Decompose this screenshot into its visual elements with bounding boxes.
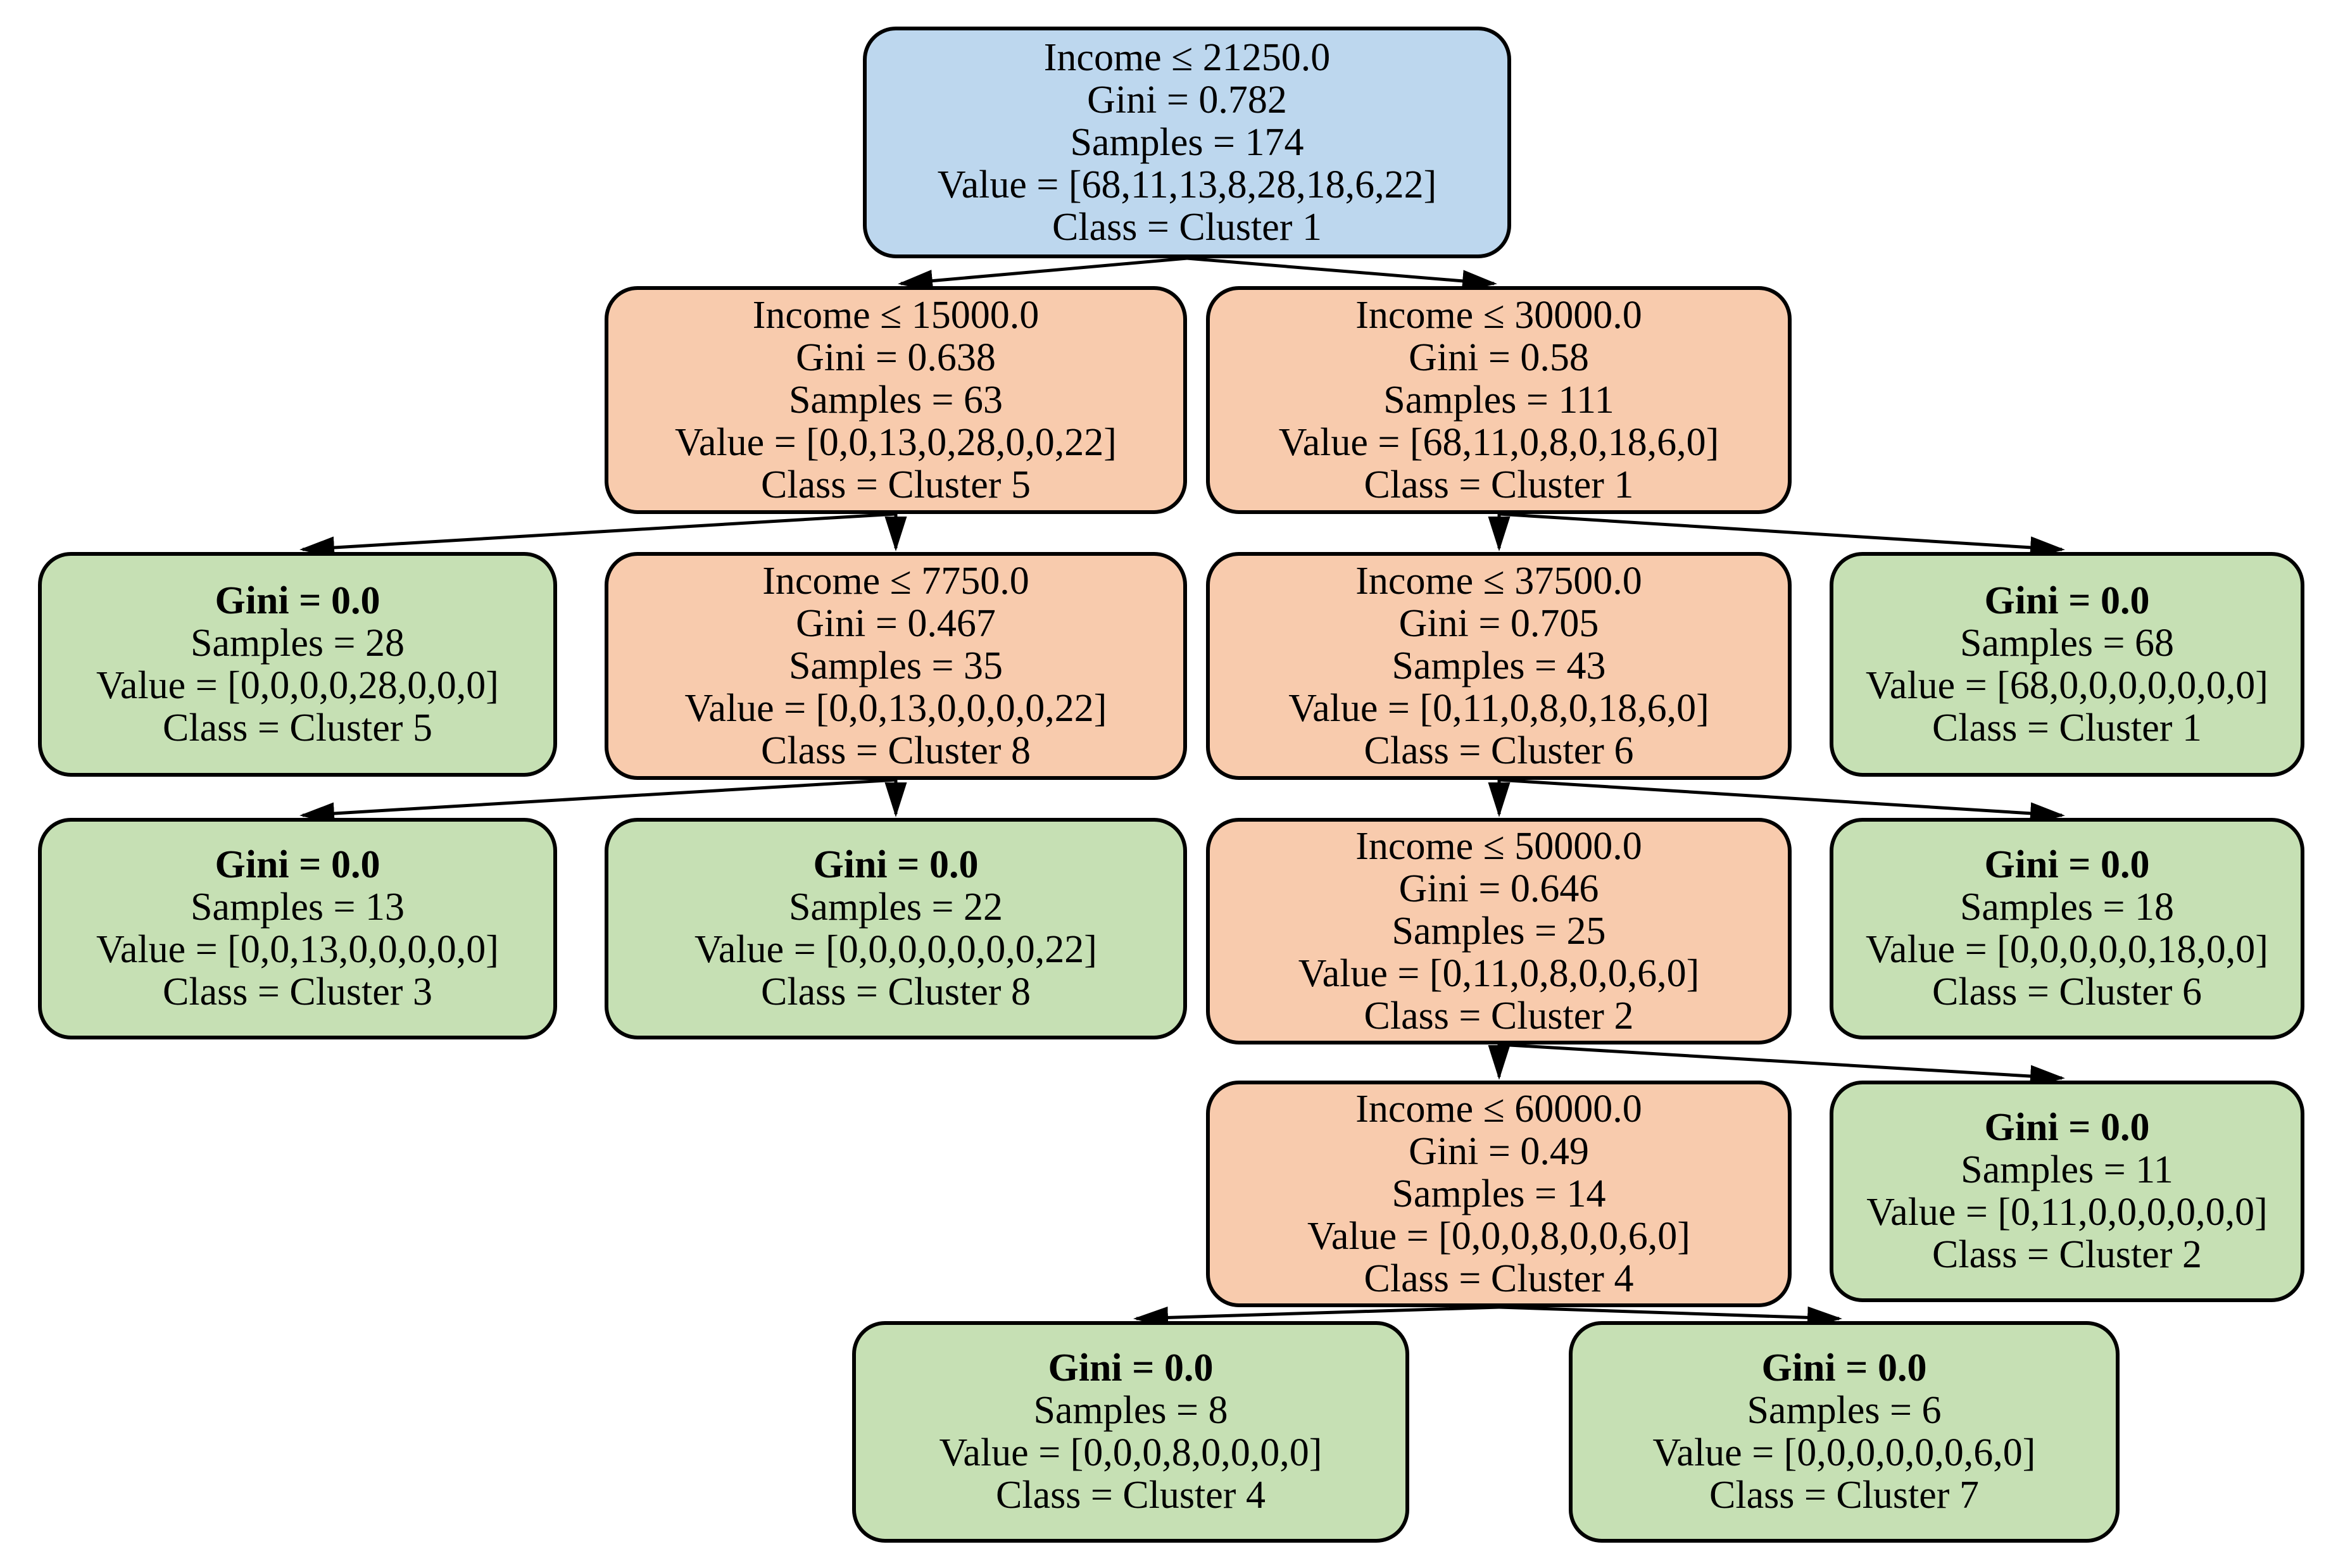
split-condition: Income ≤ 21250.0 xyxy=(1043,35,1331,79)
value-vector: Value = [0,11,0,0,0,0,0,0] xyxy=(1866,1191,2268,1234)
gini-value: Gini = 0.467 xyxy=(796,601,996,645)
value-vector: Value = [68,11,0,8,0,18,6,0] xyxy=(1278,420,1719,464)
value-vector: Value = [0,0,0,8,0,0,0,0] xyxy=(939,1431,1323,1474)
samples-count: Samples = 6 xyxy=(1747,1389,1942,1432)
split-condition: Income ≤ 50000.0 xyxy=(1355,824,1642,868)
tree-node-income-le-7750: Income ≤ 7750.0 Gini = 0.467 Samples = 3… xyxy=(605,552,1187,780)
edge-root-left xyxy=(898,256,1188,292)
edge-n2-left xyxy=(299,512,896,559)
gini-value: Gini = 0.782 xyxy=(1087,78,1287,122)
split-condition: Income ≤ 60000.0 xyxy=(1355,1087,1642,1131)
tree-node-root: Income ≤ 21250.0 Gini = 0.782 Samples = … xyxy=(863,27,1511,258)
tree-leaf-cluster1-samples68: Gini = 0.0 Samples = 68 Value = [68,0,0,… xyxy=(1830,552,2304,777)
class-label: Class = Cluster 5 xyxy=(761,463,1031,506)
gini-value: Gini = 0.0 xyxy=(215,843,380,886)
gini-value: Gini = 0.58 xyxy=(1409,336,1589,379)
class-label: Class = Cluster 1 xyxy=(1364,463,1634,506)
class-label: Class = Cluster 5 xyxy=(163,706,432,750)
gini-value: Gini = 0.0 xyxy=(1984,843,2150,886)
class-label: Class = Cluster 6 xyxy=(1932,970,2202,1013)
samples-count: Samples = 22 xyxy=(788,886,1003,929)
tree-node-income-le-15000: Income ≤ 15000.0 Gini = 0.638 Samples = … xyxy=(605,286,1187,514)
gini-value: Gini = 0.638 xyxy=(796,336,996,379)
gini-value: Gini = 0.0 xyxy=(1984,1106,2150,1149)
class-label: Class = Cluster 2 xyxy=(1932,1233,2202,1276)
edge-root-right xyxy=(1186,256,1497,292)
samples-count: Samples = 63 xyxy=(788,378,1003,422)
value-vector: Value = [0,11,0,8,0,0,6,0] xyxy=(1298,951,1700,995)
tree-node-income-le-37500: Income ≤ 37500.0 Gini = 0.705 Samples = … xyxy=(1206,552,1792,780)
gini-value: Gini = 0.0 xyxy=(215,579,380,622)
split-condition: Income ≤ 7750.0 xyxy=(762,559,1029,603)
gini-value: Gini = 0.0 xyxy=(1761,1346,1927,1389)
gini-value: Gini = 0.646 xyxy=(1398,867,1599,910)
gini-value: Gini = 0.0 xyxy=(1048,1346,1214,1389)
split-condition: Income ≤ 30000.0 xyxy=(1355,293,1642,337)
value-vector: Value = [0,0,13,0,28,0,0,22] xyxy=(675,420,1117,464)
class-label: Class = Cluster 6 xyxy=(1364,729,1634,772)
samples-count: Samples = 8 xyxy=(1033,1389,1228,1432)
edge-n12-left xyxy=(1133,1305,1500,1329)
value-vector: Value = [0,0,0,8,0,0,6,0] xyxy=(1307,1214,1690,1258)
value-vector: Value = [0,0,13,0,0,0,0,0] xyxy=(96,928,499,971)
class-label: Class = Cluster 1 xyxy=(1932,706,2202,750)
samples-count: Samples = 11 xyxy=(1961,1148,2173,1191)
edge-n3-right xyxy=(1498,512,2065,559)
class-label: Class = Cluster 7 xyxy=(1709,1474,1979,1517)
edge-n5-left xyxy=(299,778,896,825)
samples-count: Samples = 18 xyxy=(1959,886,2175,929)
edge-n12-right xyxy=(1498,1305,1842,1329)
samples-count: Samples = 25 xyxy=(1392,909,1606,953)
class-label: Class = Cluster 8 xyxy=(761,970,1031,1013)
samples-count: Samples = 28 xyxy=(190,621,405,665)
samples-count: Samples = 68 xyxy=(1959,621,2175,665)
split-condition: Income ≤ 37500.0 xyxy=(1355,559,1642,603)
class-label: Class = Cluster 4 xyxy=(996,1474,1266,1517)
gini-value: Gini = 0.49 xyxy=(1409,1129,1589,1173)
tree-leaf-cluster2-samples11: Gini = 0.0 Samples = 11 Value = [0,11,0,… xyxy=(1830,1081,2304,1302)
tree-leaf-cluster3-samples13: Gini = 0.0 Samples = 13 Value = [0,0,13,… xyxy=(38,818,557,1039)
samples-count: Samples = 14 xyxy=(1392,1172,1606,1215)
tree-leaf-cluster4-samples8: Gini = 0.0 Samples = 8 Value = [0,0,0,8,… xyxy=(852,1321,1409,1543)
value-vector: Value = [68,0,0,0,0,0,0,0] xyxy=(1866,663,2268,707)
samples-count: Samples = 43 xyxy=(1392,644,1606,687)
samples-count: Samples = 35 xyxy=(788,644,1003,687)
class-label: Class = Cluster 1 xyxy=(1052,205,1322,249)
value-vector: Value = [0,0,13,0,0,0,0,22] xyxy=(684,686,1107,730)
gini-value: Gini = 0.0 xyxy=(813,843,979,886)
class-label: Class = Cluster 3 xyxy=(163,970,432,1013)
samples-count: Samples = 111 xyxy=(1383,378,1614,422)
tree-node-income-le-60000: Income ≤ 60000.0 Gini = 0.49 Samples = 1… xyxy=(1206,1081,1792,1307)
edge-n6-right xyxy=(1498,778,2065,825)
gini-value: Gini = 0.0 xyxy=(1984,579,2150,622)
tree-node-income-le-50000: Income ≤ 50000.0 Gini = 0.646 Samples = … xyxy=(1206,818,1792,1044)
value-vector: Value = [0,11,0,8,0,18,6,0] xyxy=(1288,686,1709,730)
class-label: Class = Cluster 8 xyxy=(761,729,1031,772)
value-vector: Value = [68,11,13,8,28,18,6,22] xyxy=(937,163,1437,206)
tree-leaf-cluster6-samples18: Gini = 0.0 Samples = 18 Value = [0,0,0,0… xyxy=(1830,818,2304,1039)
split-condition: Income ≤ 15000.0 xyxy=(752,293,1040,337)
value-vector: Value = [0,0,0,0,0,0,6,0] xyxy=(1652,1431,2036,1474)
edge-n10-right xyxy=(1498,1043,2065,1088)
samples-count: Samples = 174 xyxy=(1070,120,1304,164)
class-label: Class = Cluster 2 xyxy=(1364,994,1634,1038)
tree-leaf-cluster5-samples28: Gini = 0.0 Samples = 28 Value = [0,0,0,0… xyxy=(38,552,557,777)
value-vector: Value = [0,0,0,0,0,0,0,22] xyxy=(694,928,1097,971)
value-vector: Value = [0,0,0,0,28,0,0,0] xyxy=(96,663,499,707)
gini-value: Gini = 0.705 xyxy=(1398,601,1599,645)
value-vector: Value = [0,0,0,0,0,18,0,0] xyxy=(1866,928,2268,971)
tree-leaf-cluster7-samples6: Gini = 0.0 Samples = 6 Value = [0,0,0,0,… xyxy=(1569,1321,2120,1543)
tree-leaf-cluster8-samples22: Gini = 0.0 Samples = 22 Value = [0,0,0,0… xyxy=(605,818,1187,1039)
tree-node-income-le-30000: Income ≤ 30000.0 Gini = 0.58 Samples = 1… xyxy=(1206,286,1792,514)
class-label: Class = Cluster 4 xyxy=(1364,1257,1634,1300)
samples-count: Samples = 13 xyxy=(190,886,405,929)
